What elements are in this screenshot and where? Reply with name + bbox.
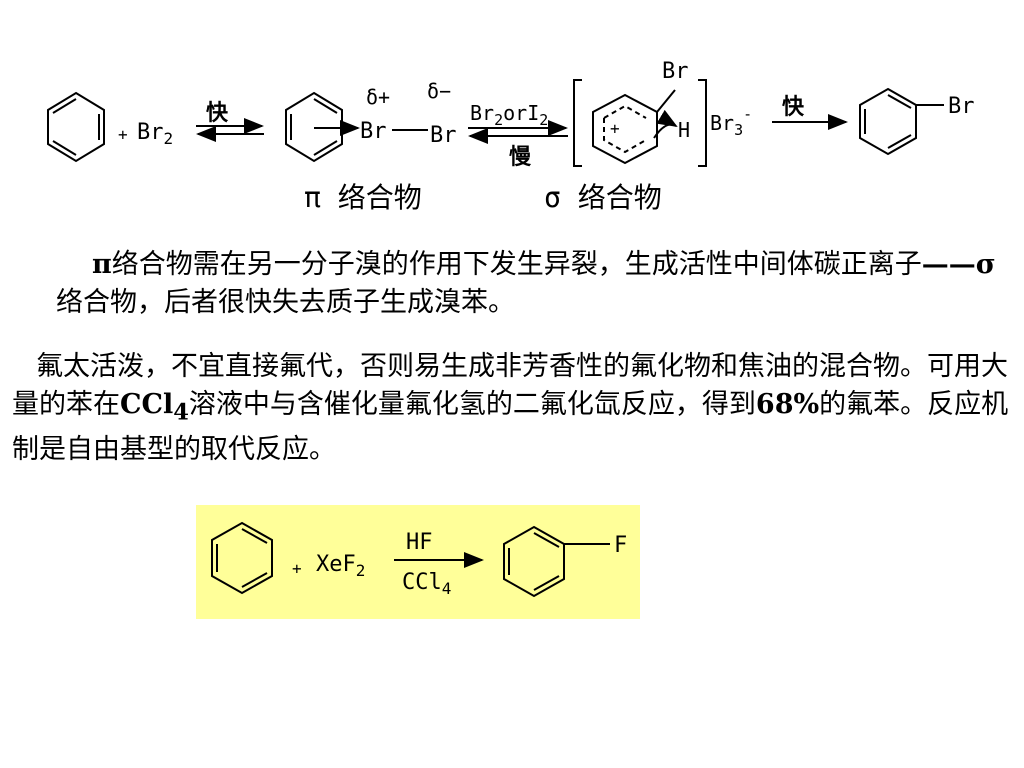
bromine-reagent: Br2: [137, 120, 173, 148]
plus-sign: +: [118, 125, 128, 144]
hf-condition: HF: [406, 530, 433, 555]
bromine-atom-b: Br: [430, 123, 457, 148]
fluorination-scheme: + XeF2 HF CCl4 F: [211, 521, 627, 598]
pi-symbol: π: [92, 249, 112, 280]
pi-complex-label: π 络合物: [304, 181, 422, 214]
plus-sign-2: +: [292, 559, 302, 578]
sigma-complex: [573, 79, 707, 167]
sigma-bromine: Br: [662, 59, 689, 84]
paragraph2-text1: 氟太活泼，不宜直接氟代，否则易生成非芳香性的氟化物和焦油的混合物。可用大量的苯在: [12, 351, 1008, 420]
fast-label-2: 快: [782, 95, 805, 120]
paragraph2-text3: 的氟苯。反应机制是自由基型的取代反应。: [12, 389, 1009, 466]
catalyst-label: Br2orI2: [470, 101, 548, 129]
equilibrium-arrow-1: [196, 118, 264, 142]
ccl4-formula: CCl4: [120, 389, 189, 426]
paragraph-pi-complex: π络合物需在另一分子溴的作用下发生异裂，生成活性中间体碳正离子——σ 络合物，后者…: [56, 246, 1001, 322]
paragraph1-text2: 络合物，后者很快失去质子生成溴苯。: [56, 287, 515, 318]
yield-percent: 68%: [755, 389, 820, 420]
delta-minus: δ−: [427, 79, 451, 103]
slow-label: 慢: [509, 144, 532, 170]
fluorination-scheme-box: + XeF2 HF CCl4 F: [196, 505, 640, 619]
equilibrium-arrow-2: [468, 120, 568, 144]
benzene-ring-xef: [211, 521, 273, 595]
product-bromine: Br: [948, 94, 975, 119]
xenon-difluoride: XeF2: [316, 552, 365, 580]
tribromide-anion: Br3-: [710, 105, 752, 139]
sigma-symbol: σ: [975, 249, 996, 280]
paragraph1-text1: 络合物需在另一分子溴的作用下发生异裂，生成活性中间体碳正离子: [111, 249, 922, 280]
fast-label-1: 快: [206, 101, 229, 126]
fluorine-atom: F: [614, 533, 627, 558]
em-dash: ——: [921, 249, 976, 280]
ccl4-solvent: CCl4: [402, 570, 451, 598]
paragraph2-text2: 溶液中与含催化量氟化氢的二氟化氙反应，得到: [188, 389, 756, 420]
sigma-plus-charge: +: [610, 119, 620, 138]
delta-plus: δ+: [366, 85, 390, 109]
bromination-mechanism-scheme: + Br2 快 δ+ δ− Br Br Br2orI2 慢 + Br H Br3…: [47, 59, 975, 214]
bromobenzene-ring: [859, 87, 944, 156]
paragraph-fluorination: 氟太活泼，不宜直接氟代，否则易生成非芳香性的氟化物和焦油的混合物。可用大量的苯在…: [12, 348, 1017, 469]
benzene-ring-reactant: [47, 91, 105, 163]
benzene-ring-pi-complex: [285, 91, 343, 163]
fluorobenzene-ring: [503, 525, 610, 598]
bromine-atom-a: Br: [360, 119, 387, 144]
sigma-hydrogen: H: [678, 118, 690, 142]
sigma-complex-label: σ 络合物: [544, 181, 662, 214]
